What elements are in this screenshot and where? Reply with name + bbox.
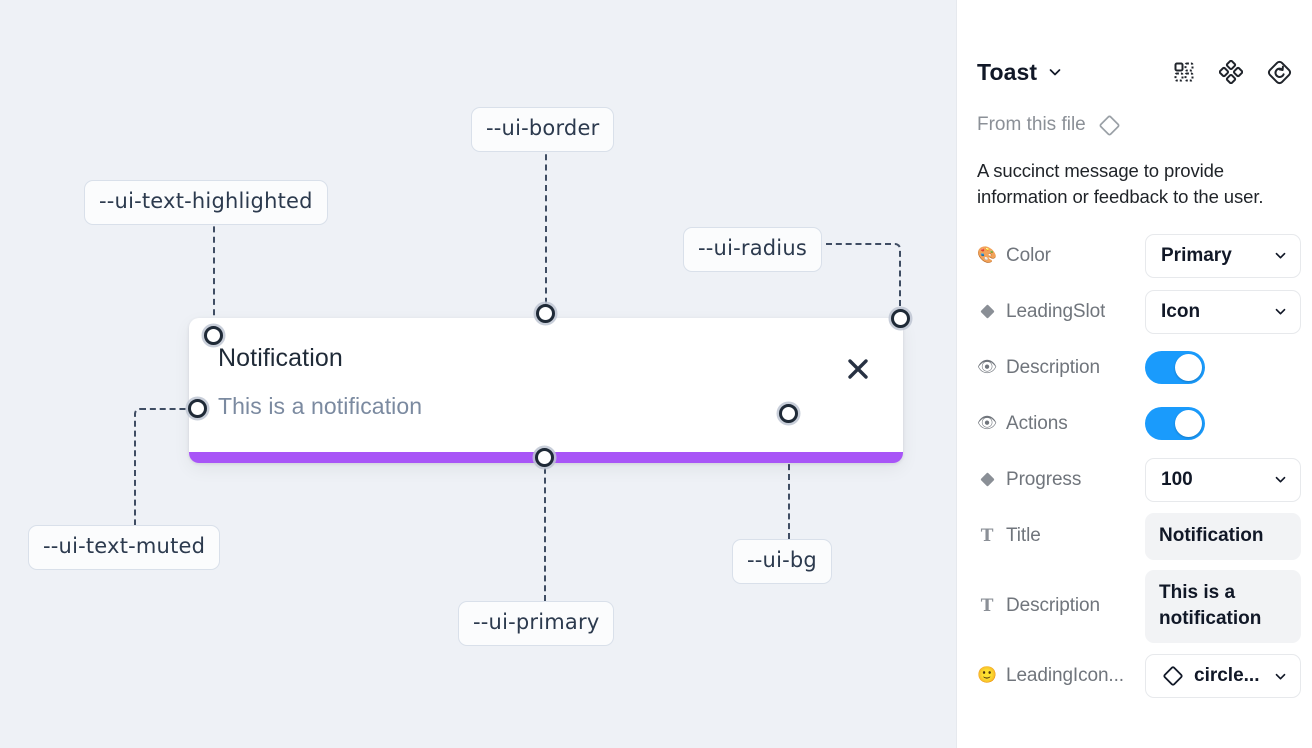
title-input-value: Notification (1159, 524, 1264, 546)
progress-select-value: 100 (1161, 468, 1193, 490)
eye-emoji: 👁 (977, 414, 998, 432)
property-label-text: Description (1006, 356, 1100, 378)
leading-slot-select[interactable]: Icon (1145, 289, 1301, 334)
diamond-component-icon (1161, 664, 1185, 688)
handle-ui-radius[interactable] (891, 309, 910, 328)
chevron-down-icon (1273, 304, 1288, 319)
text-property-icon: T (980, 525, 994, 546)
close-x-icon[interactable] (845, 356, 871, 382)
color-select[interactable]: Primary (1145, 233, 1301, 278)
toast-title: Notification (218, 344, 343, 372)
annotation-chip-ui-bg[interactable]: --ui-bg (732, 539, 832, 584)
handle-ui-primary[interactable] (535, 448, 554, 467)
property-list: 🎨 Color Primary (977, 233, 1301, 700)
diamond-instance-swap-icon (977, 303, 997, 320)
design-canvas[interactable]: Notification This is a notification --ui… (0, 0, 956, 748)
description-input-value: This is a notification (1159, 581, 1262, 630)
property-label-text: LeadingIcon... (1006, 665, 1124, 687)
reset-instance-icon[interactable] (1267, 60, 1292, 85)
smiley-emoji: 🙂 (977, 667, 997, 685)
property-row-progress: Progress 100 (977, 457, 1301, 503)
progress-select[interactable]: 100 (1145, 457, 1301, 502)
actions-toggle[interactable] (1145, 407, 1205, 441)
property-label-actions-toggle: 👁 Actions (977, 413, 1145, 435)
palette-emoji: 🎨 (977, 246, 997, 264)
properties-panel: Toast (956, 0, 1312, 748)
leading-slot-select-value: Icon (1161, 300, 1201, 322)
property-label-text: Description (1006, 595, 1100, 617)
property-label-title: T Title (977, 525, 1145, 547)
property-label-text: Progress (1006, 468, 1082, 490)
from-this-file-row: From this file (977, 112, 1292, 138)
property-label-leading-slot: LeadingSlot (977, 301, 1145, 323)
color-select-value: Primary (1161, 244, 1232, 266)
property-row-description-toggle: 👁 Description (977, 345, 1292, 391)
chevron-down-icon[interactable] (1047, 64, 1063, 80)
property-row-leading-icon: 🙂 LeadingIcon... circle... (977, 653, 1301, 699)
property-row-description-text: T Description This is a notification (977, 569, 1301, 644)
annotation-chip-ui-radius[interactable]: --ui-radius (683, 227, 822, 272)
annotation-chip-ui-border[interactable]: --ui-border (471, 107, 615, 152)
description-input[interactable]: This is a notification (1145, 569, 1301, 644)
connector-ui-primary (544, 458, 546, 601)
toggle-knob (1175, 410, 1202, 438)
connector-ui-bg (788, 415, 790, 539)
annotation-chip-ui-text-highlighted[interactable]: --ui-text-highlighted (84, 180, 328, 225)
title-input[interactable]: Notification (1145, 512, 1301, 560)
property-label-text: Title (1006, 525, 1041, 547)
annotation-chip-ui-text-muted[interactable]: --ui-text-muted (28, 525, 221, 570)
handle-ui-border[interactable] (536, 304, 555, 323)
property-label-description-toggle: 👁 Description (977, 357, 1145, 379)
panel-header: Toast (977, 46, 1292, 98)
diamond-component-icon (1098, 114, 1121, 137)
component-grid-icon[interactable] (1173, 61, 1195, 83)
toast-component[interactable]: Notification This is a notification (189, 318, 903, 463)
description-toggle[interactable] (1145, 351, 1205, 385)
leading-icon-select[interactable]: circle... (1145, 654, 1301, 699)
toggle-knob (1175, 354, 1202, 382)
toast-description: This is a notification (218, 393, 423, 419)
annotation-chip-ui-primary[interactable]: --ui-primary (458, 601, 615, 646)
component-set-diamonds-icon[interactable] (1219, 60, 1243, 84)
eye-emoji: 👁 (977, 358, 998, 376)
handle-ui-text-muted[interactable] (188, 399, 207, 418)
component-description: A succinct message to provide informatio… (977, 160, 1264, 208)
chevron-down-icon (1273, 472, 1288, 487)
property-row-title: T Title Notification (977, 512, 1301, 560)
chevron-down-icon (1273, 248, 1288, 263)
diamond-instance-swap-icon (977, 471, 997, 488)
property-row-leading-slot: LeadingSlot Icon (977, 289, 1301, 335)
property-label-description-text: T Description (977, 595, 1145, 617)
chevron-down-icon (1273, 669, 1288, 684)
property-row-actions-toggle: 👁 Actions (977, 401, 1292, 447)
property-label-leading-icon: 🙂 LeadingIcon... (977, 665, 1145, 687)
connector-ui-border (545, 144, 547, 314)
handle-ui-bg[interactable] (779, 404, 798, 423)
property-row-color: 🎨 Color Primary (977, 233, 1301, 279)
from-this-file-label: From this file (977, 114, 1086, 135)
page-title: Toast (977, 58, 1038, 85)
property-label-text: LeadingSlot (1006, 300, 1106, 322)
header-icon-group (1173, 60, 1292, 85)
leading-icon-select-value: circle... (1194, 665, 1260, 687)
property-label-text: Color (1006, 244, 1051, 266)
connector-ui-text-highlighted (213, 216, 215, 336)
connector-ui-text-muted (134, 408, 198, 525)
handle-ui-text-highlighted[interactable] (204, 326, 223, 345)
property-label-color: 🎨 Color (977, 245, 1145, 267)
property-label-text: Actions (1006, 412, 1068, 434)
connector-ui-radius (826, 243, 901, 319)
text-property-icon: T (980, 595, 994, 616)
property-label-progress: Progress (977, 469, 1145, 491)
